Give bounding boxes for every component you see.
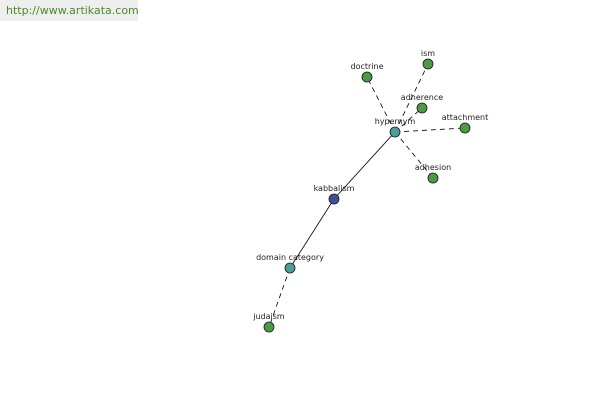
edge-hypernym-doctrine	[366, 76, 396, 133]
edge-hypernym-attachment	[394, 127, 466, 133]
node-label-attachment: attachment	[442, 113, 488, 122]
edge-hypernym-adherence	[394, 107, 423, 133]
node-domain-category[interactable]: domain category	[256, 253, 324, 274]
node-label-hypernym: hypernym	[375, 117, 416, 126]
edge-domain-category-judaism	[268, 267, 291, 328]
node-marker-ism[interactable]	[422, 58, 434, 70]
node-kabbalism[interactable]: kabbalism	[314, 184, 355, 205]
watermark-banner: http://www.artikata.com	[0, 0, 139, 21]
watermark-link[interactable]: http://www.artikata.com	[6, 4, 139, 17]
edge-kabbalism-hypernym	[333, 131, 396, 200]
node-marker-attachment[interactable]	[459, 122, 471, 134]
edge-kabbalism-domain-category	[289, 198, 335, 269]
node-marker-judaism[interactable]	[263, 321, 275, 333]
node-judaism[interactable]: judaism	[252, 312, 285, 333]
node-hypernym[interactable]: hypernym	[375, 117, 416, 138]
node-marker-kabbalism[interactable]	[328, 193, 340, 205]
node-adherence[interactable]: adherence	[401, 93, 443, 114]
node-label-adherence: adherence	[401, 93, 443, 102]
edges-layer	[268, 63, 466, 328]
edge-hypernym-adhesion	[394, 131, 434, 179]
node-marker-hypernym[interactable]	[389, 126, 401, 138]
node-label-adhesion: adhesion	[415, 163, 451, 172]
node-label-doctrine: doctrine	[350, 62, 383, 71]
node-label-judaism: judaism	[252, 312, 285, 321]
edge-hypernym-ism	[394, 63, 429, 133]
node-ism[interactable]: ism	[421, 49, 435, 70]
node-label-ism: ism	[421, 49, 435, 58]
node-marker-domain-category[interactable]	[284, 262, 296, 274]
node-marker-doctrine[interactable]	[361, 71, 373, 83]
nodes-layer: kabbalism hypernym domain category doctrine…	[252, 49, 488, 333]
node-marker-adherence[interactable]	[416, 102, 428, 114]
node-adhesion[interactable]: adhesion	[415, 163, 451, 184]
node-label-kabbalism: kabbalism	[314, 184, 355, 193]
node-marker-adhesion[interactable]	[427, 172, 439, 184]
node-attachment[interactable]: attachment	[442, 113, 488, 134]
node-doctrine[interactable]: doctrine	[350, 62, 384, 83]
node-label-domain-category: domain category	[256, 253, 324, 262]
